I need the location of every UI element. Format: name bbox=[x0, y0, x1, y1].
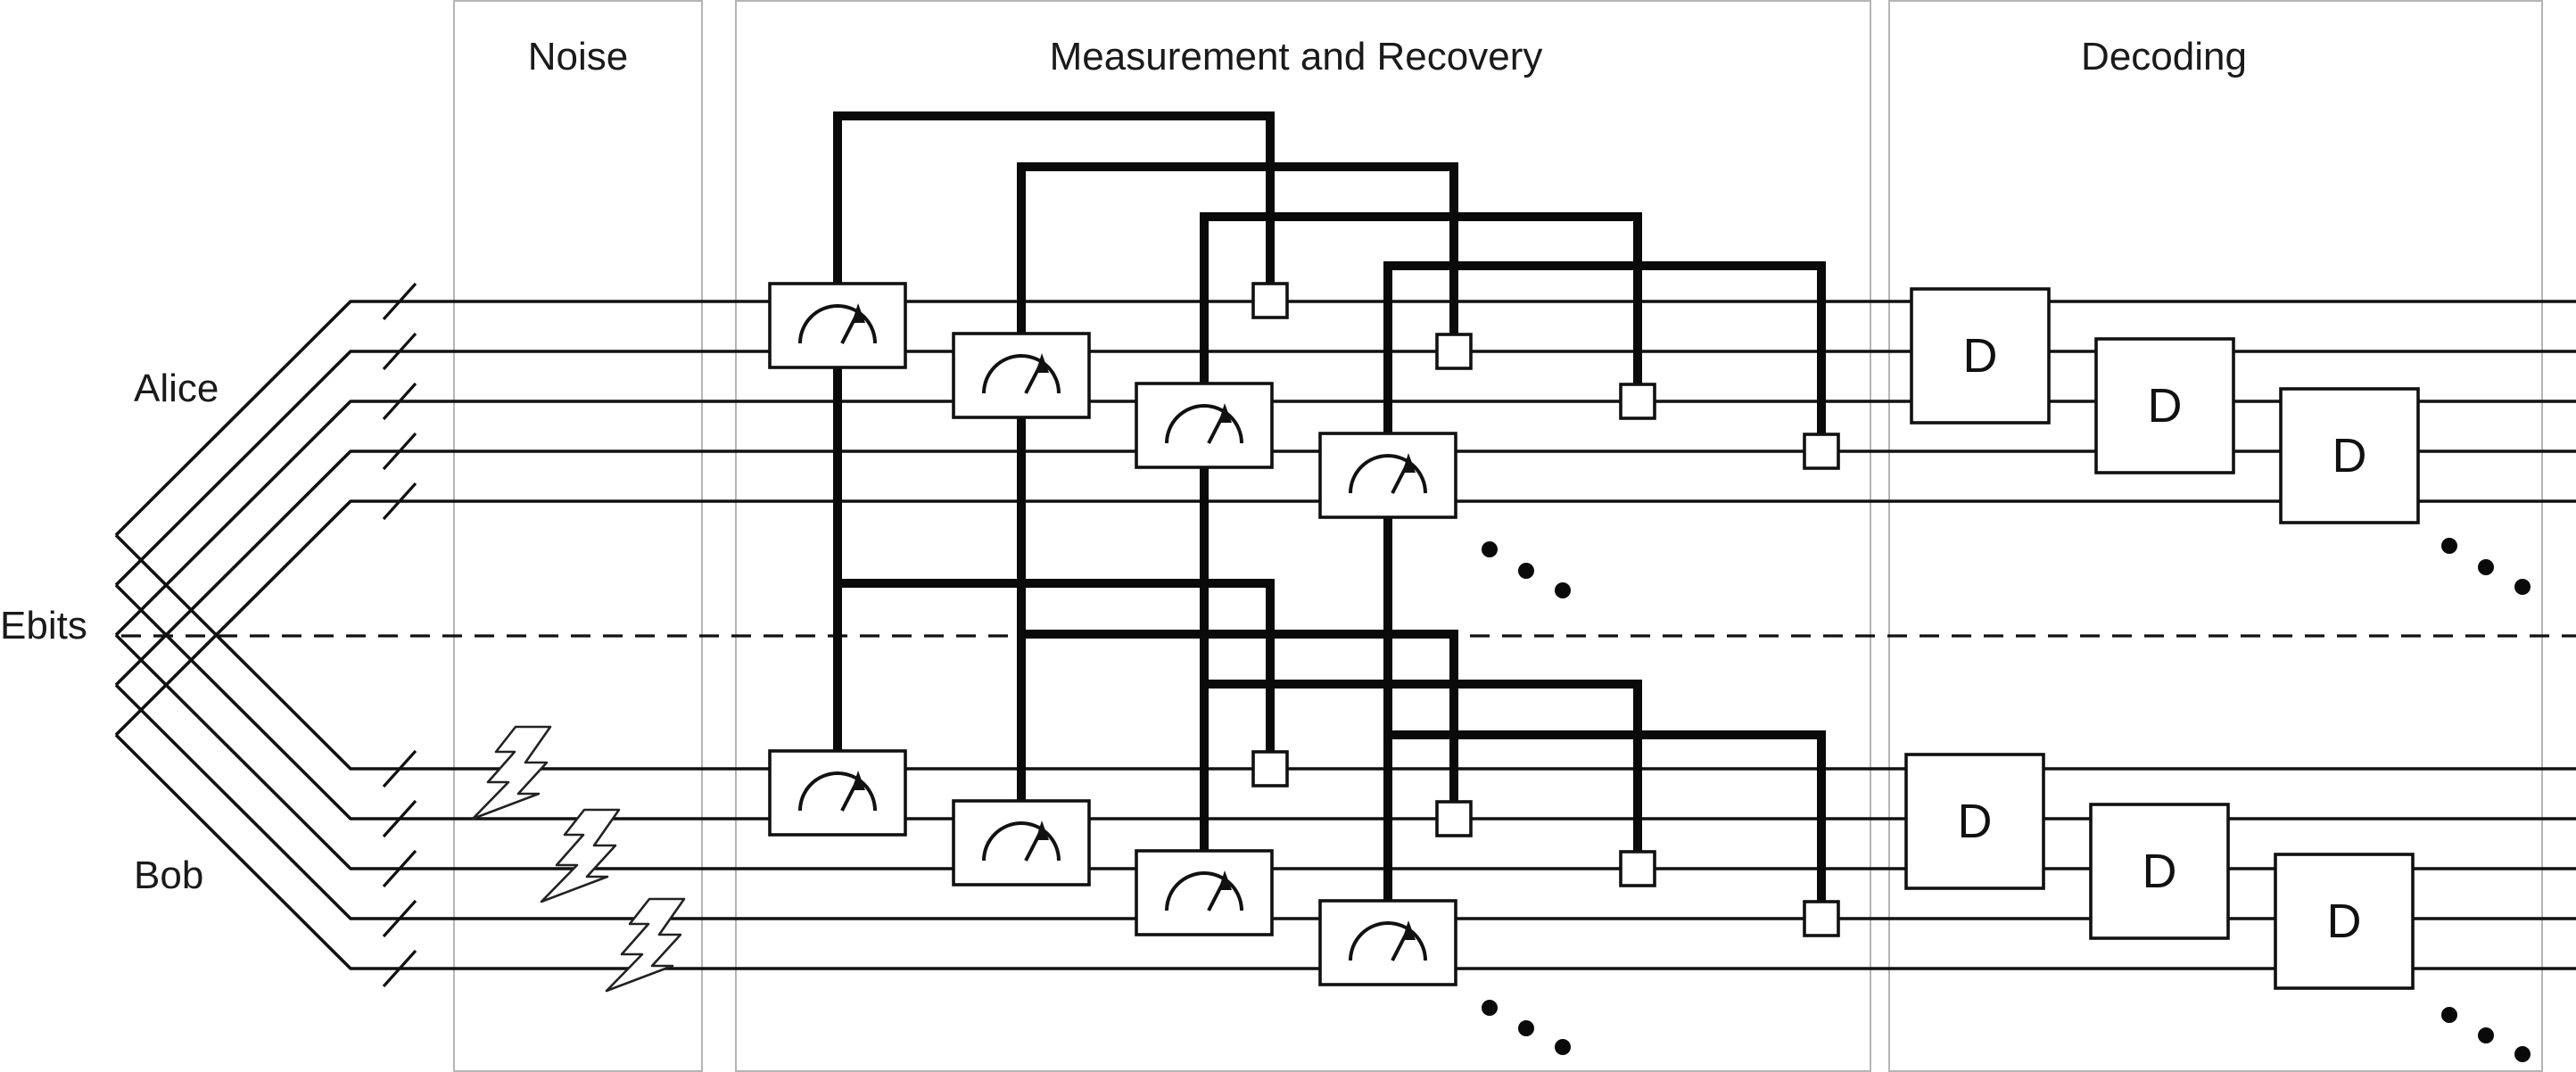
measurement-meter bbox=[768, 749, 907, 837]
decoder-label: D bbox=[2143, 845, 2177, 898]
ellipsis-dot bbox=[2478, 1027, 2494, 1043]
panel-decoding-title: Decoding bbox=[2081, 35, 2247, 78]
panel-noise-border bbox=[453, 0, 703, 1072]
decoder-gate: D bbox=[2279, 387, 2420, 524]
classical-buses bbox=[833, 111, 1826, 919]
wire-slash bbox=[382, 749, 417, 788]
recovery-gates bbox=[1251, 282, 1840, 937]
wire-slash bbox=[382, 899, 417, 938]
recovery-gate bbox=[1251, 282, 1289, 319]
ellipsis-dot bbox=[1555, 582, 1571, 598]
panel-measurement-border bbox=[735, 0, 1871, 1072]
bob-control-bus bbox=[1204, 680, 1642, 869]
lightning-icon bbox=[605, 897, 686, 993]
bob-wires bbox=[114, 533, 2576, 970]
alice-wire bbox=[114, 350, 2576, 587]
decoder-label: D bbox=[1958, 795, 1993, 848]
measurement-meter bbox=[952, 332, 1091, 419]
bob-label: Bob bbox=[134, 853, 203, 897]
ellipsis-dot bbox=[2478, 559, 2494, 575]
ellipsis-dot bbox=[2441, 538, 2457, 554]
measurement-meter bbox=[952, 799, 1091, 886]
wire-slash bbox=[382, 282, 417, 321]
alice-decoders: D D D bbox=[1910, 287, 2420, 524]
ellipsis-dot bbox=[2514, 579, 2531, 595]
bob-wire bbox=[114, 583, 2576, 820]
alice-control-bus bbox=[833, 111, 1275, 301]
ellipsis-dot bbox=[1482, 541, 1498, 557]
bob-control-bus bbox=[838, 579, 1275, 769]
measurement-meter bbox=[768, 282, 907, 369]
recovery-gate bbox=[1251, 750, 1289, 788]
ebits-label: Ebits bbox=[0, 604, 87, 647]
noise-bolts bbox=[471, 725, 686, 993]
decoder-gate: D bbox=[1904, 753, 2045, 890]
wire-slash bbox=[382, 799, 417, 838]
decoder-label: D bbox=[2332, 429, 2367, 482]
lightning-icon bbox=[471, 725, 552, 820]
measurement-meter bbox=[1318, 899, 1457, 986]
wire-slash bbox=[382, 332, 417, 371]
alice-label: Alice bbox=[134, 367, 219, 410]
panel-measurement-title: Measurement and Recovery bbox=[1050, 35, 1543, 78]
wire-slash bbox=[382, 432, 417, 471]
panel-noise-title: Noise bbox=[528, 35, 629, 78]
alice-wire bbox=[114, 300, 2576, 537]
recovery-gate bbox=[1619, 850, 1656, 887]
measurement-meter bbox=[1135, 382, 1274, 469]
measurement-meter bbox=[1135, 849, 1274, 936]
recovery-gate bbox=[1435, 333, 1473, 370]
ellipsis-dot bbox=[1518, 563, 1534, 579]
ellipsis-dot bbox=[1482, 1000, 1498, 1016]
panel-decoding: Decoding bbox=[1888, 0, 2543, 1072]
alice-wire bbox=[114, 400, 2576, 637]
decoder-label: D bbox=[2148, 379, 2183, 433]
ellipsis-dot bbox=[1555, 1039, 1571, 1055]
panel-decoding-border bbox=[1888, 0, 2543, 1072]
alice-control-bus bbox=[1017, 162, 1458, 351]
recovery-gate bbox=[1803, 900, 1840, 937]
alice-wire bbox=[114, 499, 2576, 737]
bob-wire bbox=[114, 733, 2576, 970]
ellipsis-dot bbox=[2514, 1046, 2531, 1062]
wire-slash bbox=[382, 382, 417, 421]
alice-control-bus bbox=[1200, 212, 1642, 401]
recovery-gate bbox=[1619, 383, 1656, 420]
ellipsis-dot bbox=[2441, 1007, 2457, 1023]
bob-wire bbox=[114, 533, 2576, 771]
wire-slashes bbox=[382, 282, 417, 988]
alice-measurements bbox=[768, 282, 1457, 519]
recovery-gate bbox=[1803, 433, 1840, 470]
bob-wire bbox=[114, 633, 2576, 870]
decoder-gate: D bbox=[1910, 287, 2051, 425]
measurement-meter bbox=[1318, 432, 1457, 519]
decoder-gate: D bbox=[2089, 803, 2230, 940]
decoder-label: D bbox=[1963, 329, 1998, 383]
lightning-icon bbox=[540, 808, 621, 903]
ellipsis-dots bbox=[1482, 538, 2531, 1062]
recovery-gate bbox=[1435, 800, 1473, 837]
panel-measurement: Measurement and Recovery bbox=[735, 0, 1871, 1072]
bob-control-bus bbox=[1388, 730, 1826, 919]
bob-control-bus bbox=[1021, 630, 1458, 819]
decoder-gate: D bbox=[2094, 337, 2235, 474]
decoder-gate: D bbox=[2274, 853, 2415, 990]
wire-slash bbox=[382, 482, 417, 521]
ellipsis-dot bbox=[1518, 1020, 1534, 1036]
alice-control-bus bbox=[1383, 261, 1826, 451]
panel-noise: Noise bbox=[453, 0, 703, 1072]
bob-decoders: D D D bbox=[1904, 753, 2415, 990]
bob-measurements bbox=[768, 749, 1457, 986]
decoder-label: D bbox=[2327, 895, 2362, 948]
wire-slash bbox=[382, 849, 417, 888]
wire-slash bbox=[382, 949, 417, 988]
